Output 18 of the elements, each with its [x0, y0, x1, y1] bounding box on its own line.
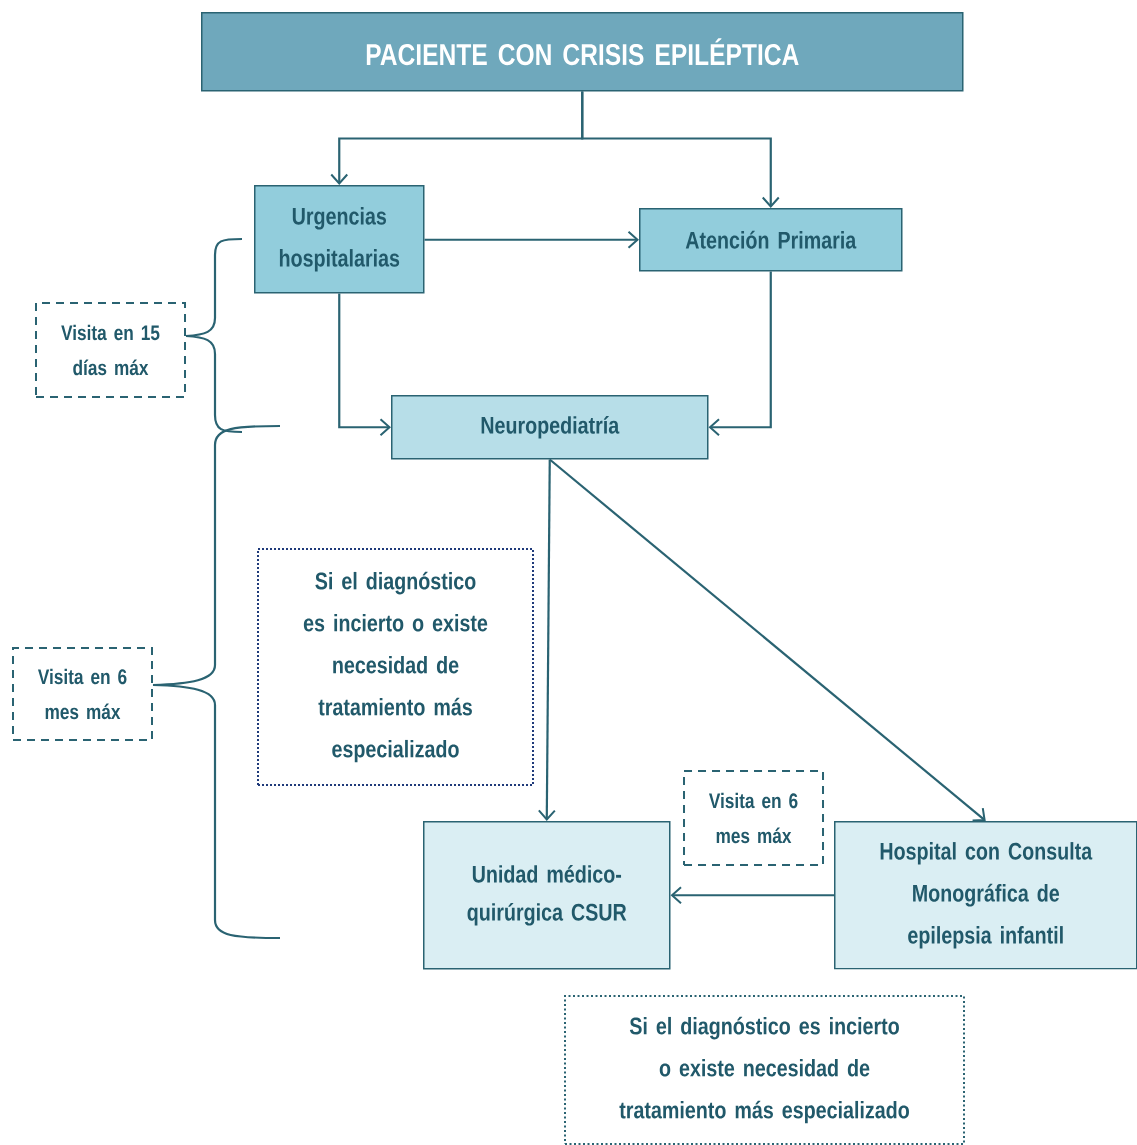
note-box: Visita en 15 días máx [35, 302, 186, 398]
arrow [338, 293, 391, 437]
process-box: Hospital con Consulta Monográfica de epilepsia infantil [834, 821, 1137, 970]
note-box: Si el diagnóstico es incierto o existe necesidad de tratamiento más especializado [564, 995, 965, 1145]
process-box: Urgencias hospitalarias [254, 185, 425, 294]
process-box: Neuropediatría [391, 395, 709, 460]
arrow [549, 458, 986, 822]
note-box: Visita en 6 mes máx [683, 770, 824, 866]
arrow [424, 230, 639, 249]
arrow [581, 91, 780, 208]
process-box: Unidad médico- quirúrgica CSUR [423, 821, 671, 970]
arrow [537, 459, 556, 821]
title-box: PACIENTE CON CRISIS EPILÉPTICA [201, 12, 964, 92]
note-box: Visita en 6 mes máx [12, 647, 153, 741]
arrow [670, 886, 834, 905]
process-box: Atención Primaria [639, 208, 903, 272]
note-box: Si el diagnóstico es incierto o existe necesidad de tratamiento más especializado [257, 548, 534, 786]
arrow [708, 271, 772, 437]
